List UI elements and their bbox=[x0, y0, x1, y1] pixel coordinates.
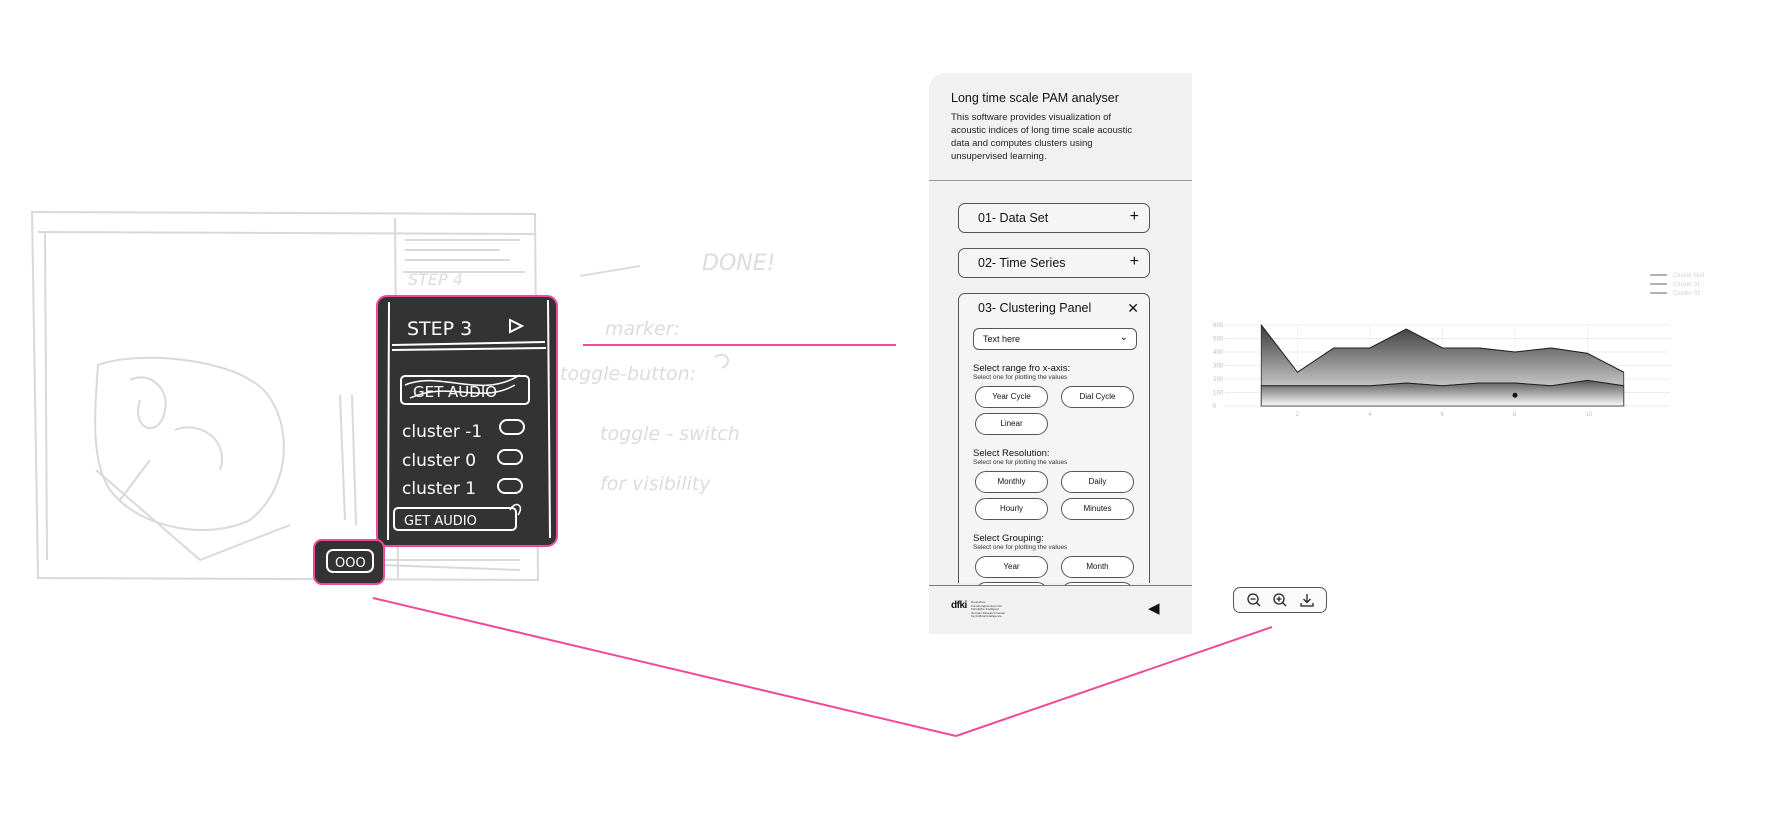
triangle-left-icon[interactable]: ◀ bbox=[1148, 600, 1160, 617]
accordion-label: 01- Data Set bbox=[978, 211, 1049, 225]
section-title-range: Select range fro x-axis: bbox=[973, 363, 1071, 374]
chart-areas bbox=[1260, 323, 1625, 407]
option-year[interactable]: Year bbox=[975, 556, 1048, 578]
sketch-note-toggle-switch: toggle - switch bbox=[600, 423, 740, 445]
dropdown-value: Text here bbox=[983, 334, 1021, 344]
connector-lines bbox=[372, 344, 957, 737]
sketch-dark-panel: STEP 3 GET AUDIO cluster -1 cluster 0 cl… bbox=[376, 295, 558, 547]
option-dial-cycle[interactable]: Dial Cycle bbox=[1061, 386, 1134, 408]
accordion-label: 03- Clustering Panel bbox=[978, 301, 1092, 315]
sketch-play-icon bbox=[509, 318, 525, 334]
dfki-logo-subtext: Deutsches Forschungszentrum für Künstlic… bbox=[971, 600, 1006, 618]
option-monthly[interactable]: Monthly bbox=[975, 471, 1048, 493]
sketch-note-visibility: for visibility bbox=[600, 473, 711, 495]
option-year-cycle[interactable]: Year Cycle bbox=[975, 386, 1048, 408]
chart-ticks: 0 100 200 300 400 500 600 2 4 6 8 10 bbox=[1213, 323, 1593, 418]
sketch-menu-button: OOO bbox=[313, 539, 385, 585]
plus-icon[interactable]: + bbox=[1129, 253, 1139, 270]
x-tick-label: 2 bbox=[1296, 412, 1300, 418]
legend-label: Cluster Null bbox=[1673, 273, 1704, 279]
sketch-note-toggle-button: toggle-button: bbox=[560, 363, 696, 385]
x-tick-label: 4 bbox=[1368, 412, 1372, 418]
accordion-label: 02- Time Series bbox=[978, 256, 1066, 270]
sketch-step-label: STEP 3 bbox=[407, 318, 472, 340]
sketch-note-done: DONE! bbox=[702, 251, 775, 276]
panel-footer: dfki Deutsches Forschungszentrum für Kün… bbox=[929, 585, 1192, 634]
sketch-cluster-1: cluster 1 bbox=[402, 479, 476, 499]
svg-text:OOO: OOO bbox=[335, 556, 366, 571]
sketch-toggle-icon bbox=[497, 449, 523, 465]
sketch-cluster-0: cluster 0 bbox=[402, 451, 476, 471]
sketch-toggle-icon bbox=[499, 419, 525, 435]
panel-header: Long time scale PAM analyser This softwa… bbox=[929, 73, 1192, 181]
plus-icon[interactable]: + bbox=[1129, 208, 1139, 225]
dfki-logo: dfki bbox=[951, 600, 967, 611]
sketch-toggle-icon bbox=[497, 478, 523, 494]
y-tick-label: 0 bbox=[1213, 404, 1217, 410]
x-tick-label: 8 bbox=[1513, 412, 1517, 418]
section-subtitle: Select one for plotting the values bbox=[973, 544, 1068, 551]
accordion-data-set[interactable]: 01- Data Set + bbox=[958, 203, 1150, 233]
data-point bbox=[1512, 392, 1518, 398]
sketch-annotation-notes: STEP 4 DONE! marker: toggle-button: togg… bbox=[408, 251, 775, 495]
svg-text:GET AUDIO: GET AUDIO bbox=[404, 514, 477, 529]
section-title-resolution: Select Resolution: bbox=[973, 448, 1050, 459]
panel-description: This software provides visualization of … bbox=[951, 112, 1133, 162]
sketch-note-step4: STEP 4 bbox=[408, 270, 463, 289]
close-icon[interactable]: ✕ bbox=[1127, 300, 1139, 316]
section-subtitle: Select one for plotting the values bbox=[973, 459, 1068, 466]
download-icon[interactable] bbox=[1297, 591, 1317, 609]
y-tick-label: 500 bbox=[1213, 337, 1224, 343]
chart-toolbar bbox=[1233, 587, 1327, 613]
option-daily[interactable]: Daily bbox=[1061, 471, 1134, 493]
zoom-out-icon[interactable] bbox=[1244, 591, 1264, 609]
option-hourly[interactable]: Hourly bbox=[975, 498, 1048, 520]
x-tick-label: 10 bbox=[1586, 412, 1593, 418]
sketch-layer: STEP 4 DONE! marker: toggle-button: togg… bbox=[30, 210, 957, 737]
sketch-note-marker: marker: bbox=[605, 318, 680, 340]
accordion-clustering-panel: 03- Clustering Panel ✕ Text here ⌄ Selec… bbox=[958, 293, 1150, 604]
option-minutes[interactable]: Minutes bbox=[1061, 498, 1134, 520]
y-tick-label: 100 bbox=[1213, 391, 1224, 397]
sketch-cluster-minus1: cluster -1 bbox=[402, 422, 482, 442]
page-title: Long time scale PAM analyser bbox=[951, 91, 1119, 105]
series-line bbox=[1261, 379, 1624, 387]
zoom-in-icon[interactable] bbox=[1270, 591, 1290, 609]
y-tick-label: 300 bbox=[1213, 364, 1224, 370]
side-panel: Long time scale PAM analyser This softwa… bbox=[929, 73, 1192, 634]
x-tick-label: 6 bbox=[1441, 412, 1445, 418]
option-linear[interactable]: Linear bbox=[975, 413, 1048, 435]
sketch-get-audio-bottom bbox=[393, 507, 517, 531]
accordion-time-series[interactable]: 02- Time Series + bbox=[958, 248, 1150, 278]
series-line bbox=[1260, 324, 1624, 373]
connector-line-right bbox=[955, 626, 1273, 737]
section-subtitle: Select one for plotting the values bbox=[973, 374, 1068, 381]
sketch-get-audio-top bbox=[400, 375, 530, 405]
cluster-dropdown[interactable]: Text here ⌄ bbox=[973, 328, 1137, 350]
chevron-down-icon: ⌄ bbox=[1119, 332, 1128, 343]
y-tick-label: 400 bbox=[1213, 350, 1224, 356]
y-tick-label: 600 bbox=[1213, 323, 1224, 329]
option-month[interactable]: Month bbox=[1061, 556, 1134, 578]
y-tick-label: 200 bbox=[1213, 377, 1224, 383]
section-title-grouping: Select Grouping: bbox=[973, 533, 1044, 544]
legend-label: Cluster 02 bbox=[1673, 291, 1701, 297]
legend-label: Cluster 01 bbox=[1673, 282, 1701, 288]
